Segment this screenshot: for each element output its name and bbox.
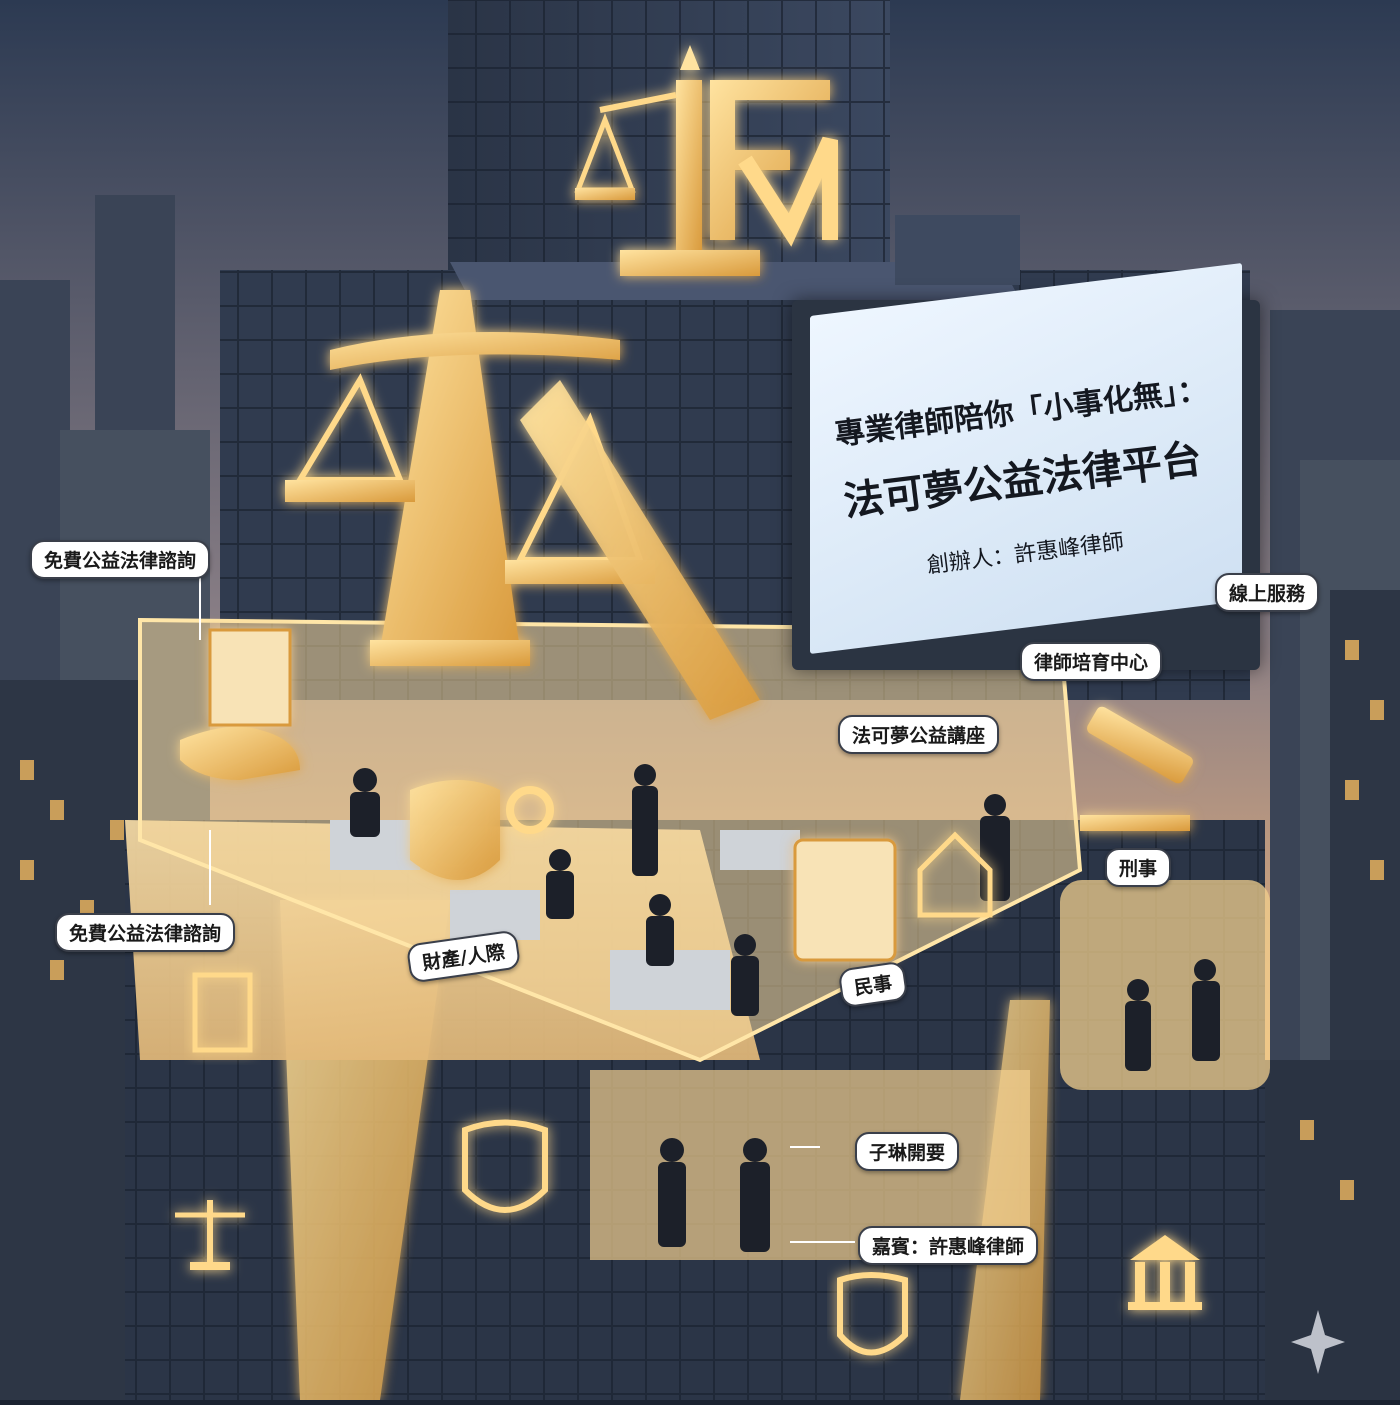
label-free-consult-top: 免費公益法律諮詢 bbox=[30, 540, 211, 579]
background-buildings-right bbox=[1260, 310, 1400, 1400]
lion-shield-icon bbox=[462, 1119, 548, 1213]
label-criminal: 刑事 bbox=[1105, 848, 1172, 887]
gavel-icon bbox=[1080, 706, 1193, 831]
star-shield-icon bbox=[837, 1272, 908, 1356]
label-online-service: 線上服務 bbox=[1215, 573, 1320, 612]
background-buildings-left bbox=[0, 195, 210, 1400]
office-people bbox=[330, 764, 1220, 1252]
label-guest: 嘉賓：許惠峰律師 bbox=[858, 1226, 1039, 1265]
callout-lines bbox=[199, 574, 855, 1243]
scales-statue-icon bbox=[285, 290, 760, 720]
label-lecture: 法可夢公益講座 bbox=[838, 715, 1000, 754]
label-ziyu: 子琳開要 bbox=[855, 1132, 960, 1171]
courthouse-icon bbox=[1128, 1235, 1202, 1310]
scroll-icon bbox=[793, 838, 897, 962]
side-room bbox=[1060, 880, 1270, 1090]
label-lawyer-training: 律師培育中心 bbox=[1020, 642, 1163, 681]
rooftop-unit bbox=[895, 215, 1020, 285]
shield-key-icon bbox=[410, 780, 554, 880]
handshake-icon bbox=[180, 628, 300, 780]
right-building-windows bbox=[1300, 640, 1384, 1200]
document-icon bbox=[192, 972, 253, 1053]
sparkle-icon bbox=[1291, 1310, 1345, 1374]
small-scales-icon bbox=[175, 1200, 245, 1270]
rooftop-logo bbox=[574, 45, 838, 276]
meeting-room bbox=[590, 1070, 1030, 1260]
house-icon bbox=[917, 831, 993, 918]
billboard bbox=[792, 262, 1260, 670]
label-free-consult-bottom: 免費公益法律諮詢 bbox=[55, 913, 236, 952]
